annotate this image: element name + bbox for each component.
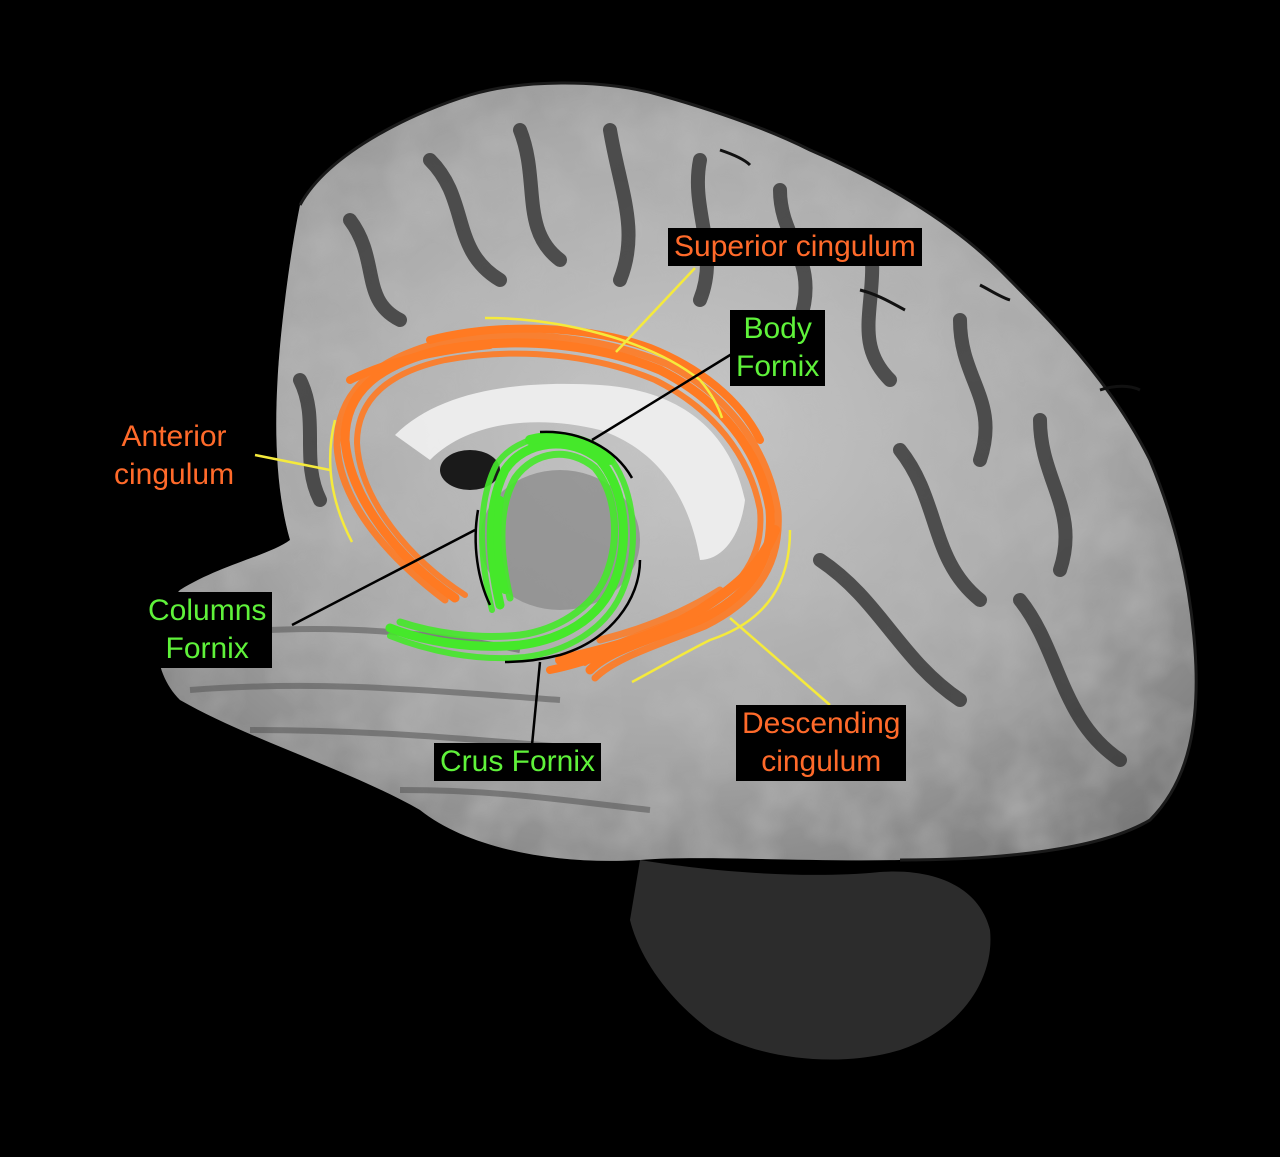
cingulum-boundary-arcs [328,316,792,684]
yellow-leader-lines [254,267,831,706]
label-descending-cingulum: Descending cingulum [736,705,907,781]
label-crus-fornix: Crus Fornix [434,743,602,781]
label-superior-cingulum: Superior cingulum [668,228,922,266]
label-columns-fornix: Columns Fornix [142,592,273,668]
cingulum-tract [333,324,782,682]
fornix-tract [385,432,636,662]
label-anterior-cingulum: Anterior cingulum [114,420,235,491]
label-body-fornix: Body Fornix [730,310,826,386]
brain-outline [298,81,1198,862]
cerebellum [630,860,991,1060]
surface-flecks [719,148,1141,392]
black-leader-lines [291,350,736,746]
